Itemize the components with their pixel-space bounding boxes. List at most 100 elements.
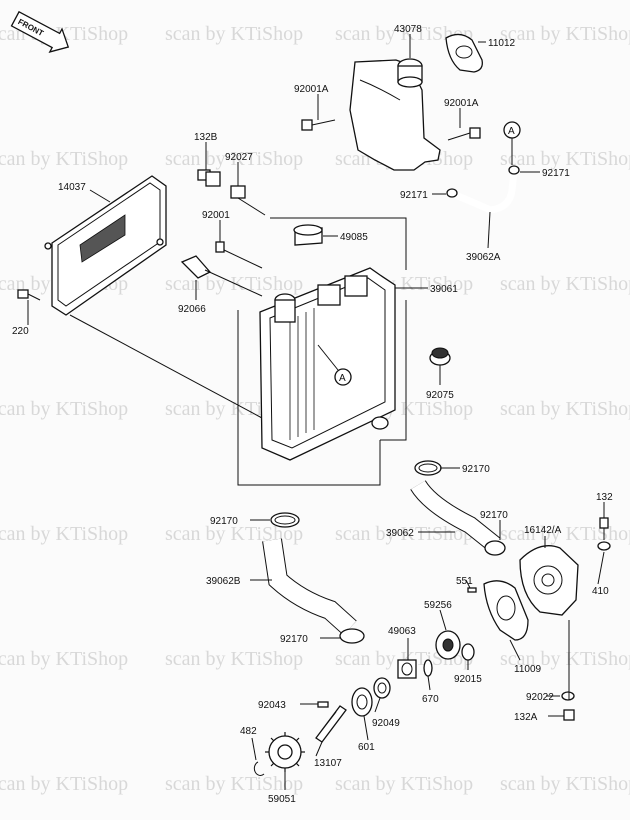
label-92170-c: 92170	[480, 510, 508, 521]
watermark: scan by KTiShop	[0, 523, 128, 545]
watermark: scan by KTiShop	[500, 523, 630, 545]
washer-92015	[461, 643, 475, 661]
label-92027: 92027	[225, 152, 253, 163]
label-92001a-left: 92001A	[294, 84, 329, 95]
label-92171-right: 92171	[542, 168, 570, 179]
bolt-92001a-right	[447, 127, 481, 141]
label-92170-a: 92170	[462, 464, 490, 475]
callout-a-top: A	[503, 121, 521, 165]
pin-92043	[317, 701, 329, 708]
watermark: scan by KTiShop	[165, 273, 303, 295]
label-92001: 92001	[202, 210, 230, 221]
watermark: scan by KTiShop	[0, 773, 128, 795]
leader-lines	[27, 34, 605, 790]
watermark: scan by KTiShop	[0, 148, 128, 170]
label-601: 601	[358, 742, 375, 753]
label-16142a: 16142/A	[524, 525, 562, 536]
seal-49063	[397, 659, 417, 679]
label-92015: 92015	[454, 674, 482, 685]
clamp-92171-right	[508, 165, 520, 175]
pin-551	[467, 587, 477, 593]
label-14037: 14037	[58, 182, 86, 193]
label-92001a-right: 92001A	[444, 98, 479, 109]
washer-410	[597, 541, 611, 551]
label-551: 551	[456, 576, 473, 587]
impeller	[435, 630, 461, 660]
bolt-92001	[215, 241, 263, 269]
label-49063: 49063	[388, 626, 416, 637]
label-132b: 132B	[194, 132, 218, 143]
watermark: scan by KTiShop	[335, 773, 473, 795]
label-49085: 49085	[340, 232, 368, 243]
sprocket	[265, 732, 305, 772]
label-410: 410	[592, 586, 609, 597]
bolt-132a	[563, 620, 575, 721]
bolt-92001a-left	[301, 119, 336, 131]
pump-cover	[519, 545, 579, 616]
front-arrow-icon: FRONT	[10, 10, 70, 53]
label-13107: 13107	[314, 758, 342, 769]
label-92170-b: 92170	[210, 516, 238, 527]
label-59051: 59051	[268, 794, 296, 805]
label-92170-d: 92170	[280, 634, 308, 645]
label-92066: 92066	[178, 304, 206, 315]
label-92043: 92043	[258, 700, 286, 711]
label-39061: 39061	[430, 284, 458, 295]
radiator-screen	[44, 175, 263, 419]
collar-92027	[230, 185, 266, 216]
svg-text:A: A	[508, 126, 515, 137]
bolt-132b	[197, 169, 221, 187]
label-59256: 59256	[424, 600, 452, 611]
label-43078: 43078	[394, 24, 422, 35]
svg-text:A: A	[339, 373, 346, 384]
hose-39062b	[262, 538, 357, 636]
watermark: scan by KTiShop	[0, 398, 128, 420]
label-92075: 92075	[426, 390, 454, 401]
label-92022: 92022	[526, 692, 554, 703]
watermark: scan by KTiShop	[500, 773, 630, 795]
circlip-482	[253, 761, 265, 776]
oil-seal-92049	[373, 677, 391, 699]
callout-a-mid: A	[317, 344, 352, 386]
radiator	[259, 267, 396, 461]
label-482: 482	[240, 726, 257, 737]
watermark: scan by KTiShop	[335, 23, 473, 45]
label-11012: 11012	[488, 38, 516, 49]
washer-92022	[561, 691, 575, 701]
clamp-92170-c	[484, 540, 506, 556]
watermark: scan by KTiShop	[165, 523, 303, 545]
label-670: 670	[422, 694, 439, 705]
watermark: scan by KTiShop	[500, 148, 630, 170]
watermark: scan by KTiShop	[500, 273, 630, 295]
clamp-92170-b	[270, 512, 300, 528]
label-92171-left: 92171	[400, 190, 428, 201]
bearing-601	[351, 687, 373, 717]
watermark: scan by KTiShop	[165, 23, 303, 45]
hose-39062	[410, 479, 501, 553]
temp-sensor-92066	[180, 255, 263, 297]
watermark: scan by KTiShop	[0, 648, 128, 670]
label-39062b: 39062B	[206, 576, 241, 587]
label-220: 220	[12, 326, 29, 337]
cap-gasket	[445, 33, 483, 73]
watermark: scan by KTiShop	[500, 648, 630, 670]
clamp-92170-a	[414, 460, 442, 476]
pump-shaft	[315, 705, 347, 743]
label-132a: 132A	[514, 712, 538, 723]
label-39062a: 39062A	[466, 252, 501, 263]
watermark: scan by KTiShop	[500, 398, 630, 420]
hose-39062a	[446, 171, 518, 214]
part-labels: 43078 11012 92001A 92001A 132B 92027 921…	[12, 24, 613, 805]
reservoir-tank	[349, 58, 441, 171]
watermark: scan by KTiShop	[165, 648, 303, 670]
label-11009: 11009	[514, 664, 542, 675]
label-132: 132	[596, 492, 613, 503]
clamp-92171-left	[446, 188, 458, 198]
grommet-92075	[429, 347, 451, 366]
label-39062: 39062	[386, 528, 414, 539]
clamp-92170-d	[339, 628, 365, 644]
watermark: scan by KTiShop	[335, 523, 473, 545]
bolt-220	[17, 289, 41, 301]
